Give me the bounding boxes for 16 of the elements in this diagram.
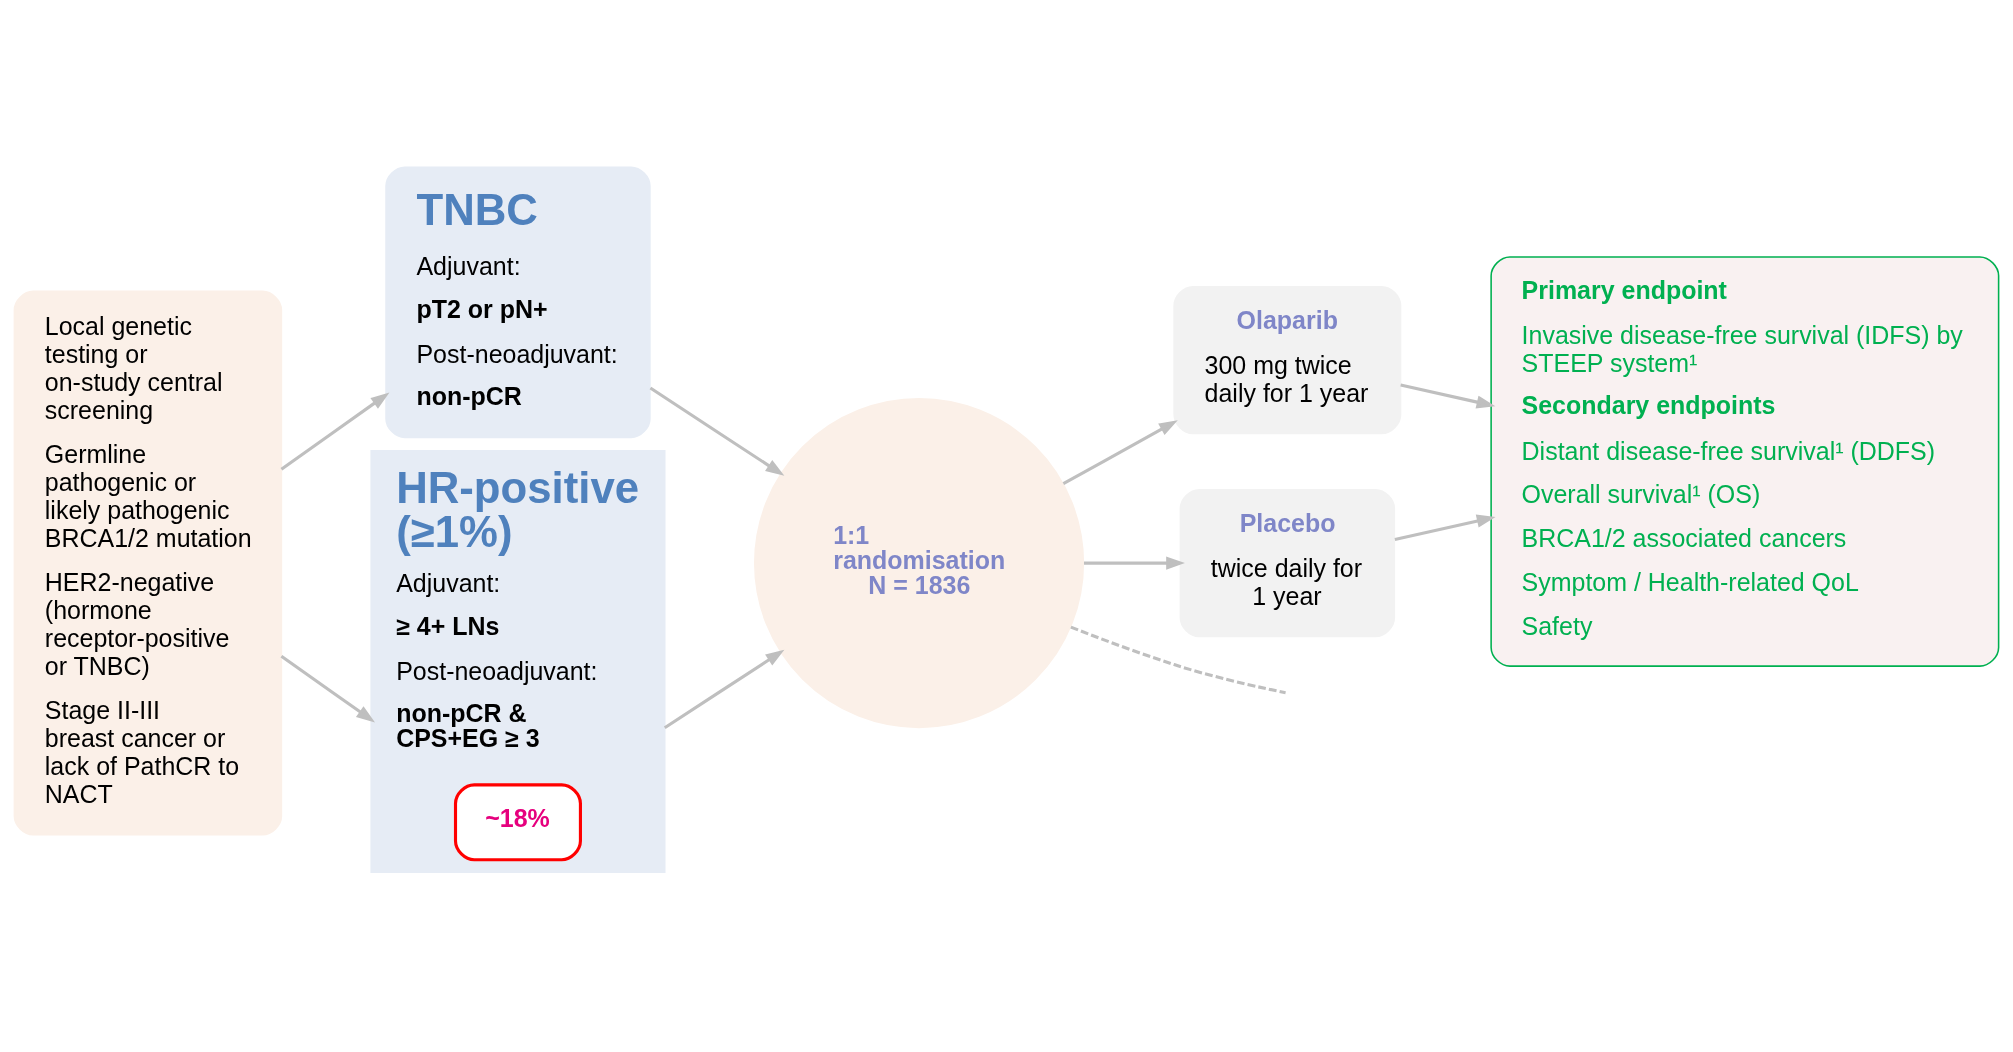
node-box: ~18% (453, 783, 582, 862)
node-circle: 1:1 randomisation N = 1836 (754, 398, 1085, 729)
arrow (1394, 514, 1496, 541)
node-box: Local genetic testing or on-study central screening Germline pathogenic or likely pathogenic BRCA1/2 mutation HER2-negative (hormone receptor-positive or TNBC) Stage II-III breast cancer or lack of PathCR to NACT (13, 290, 283, 836)
arrow (280, 392, 390, 471)
arrow (1062, 420, 1178, 486)
node-box: Primary endpoint Invasive disease-free survival (IDFS) by STEEP system¹ Secondary endpoints Distant disease-free survival¹ (DDFS) Overall survival¹ (OS) BRCA1/2 associated cancers Symptom / Health-related QoL Safety (1490, 256, 2000, 667)
arrow (280, 655, 376, 723)
arrow (1084, 556, 1185, 570)
arrow (649, 386, 785, 476)
connector (1070, 625, 1286, 695)
node-box: Placebo twice daily for 1 year (1179, 488, 1396, 638)
node-box: TNBC Adjuvant: pT2 or pN+ Post-neoadjuvant: non-pCR (385, 166, 651, 439)
arrow (1400, 383, 1496, 409)
node-box: Olaparib 300 mg twice daily for 1 year (1173, 285, 1402, 435)
arrow (663, 649, 785, 729)
